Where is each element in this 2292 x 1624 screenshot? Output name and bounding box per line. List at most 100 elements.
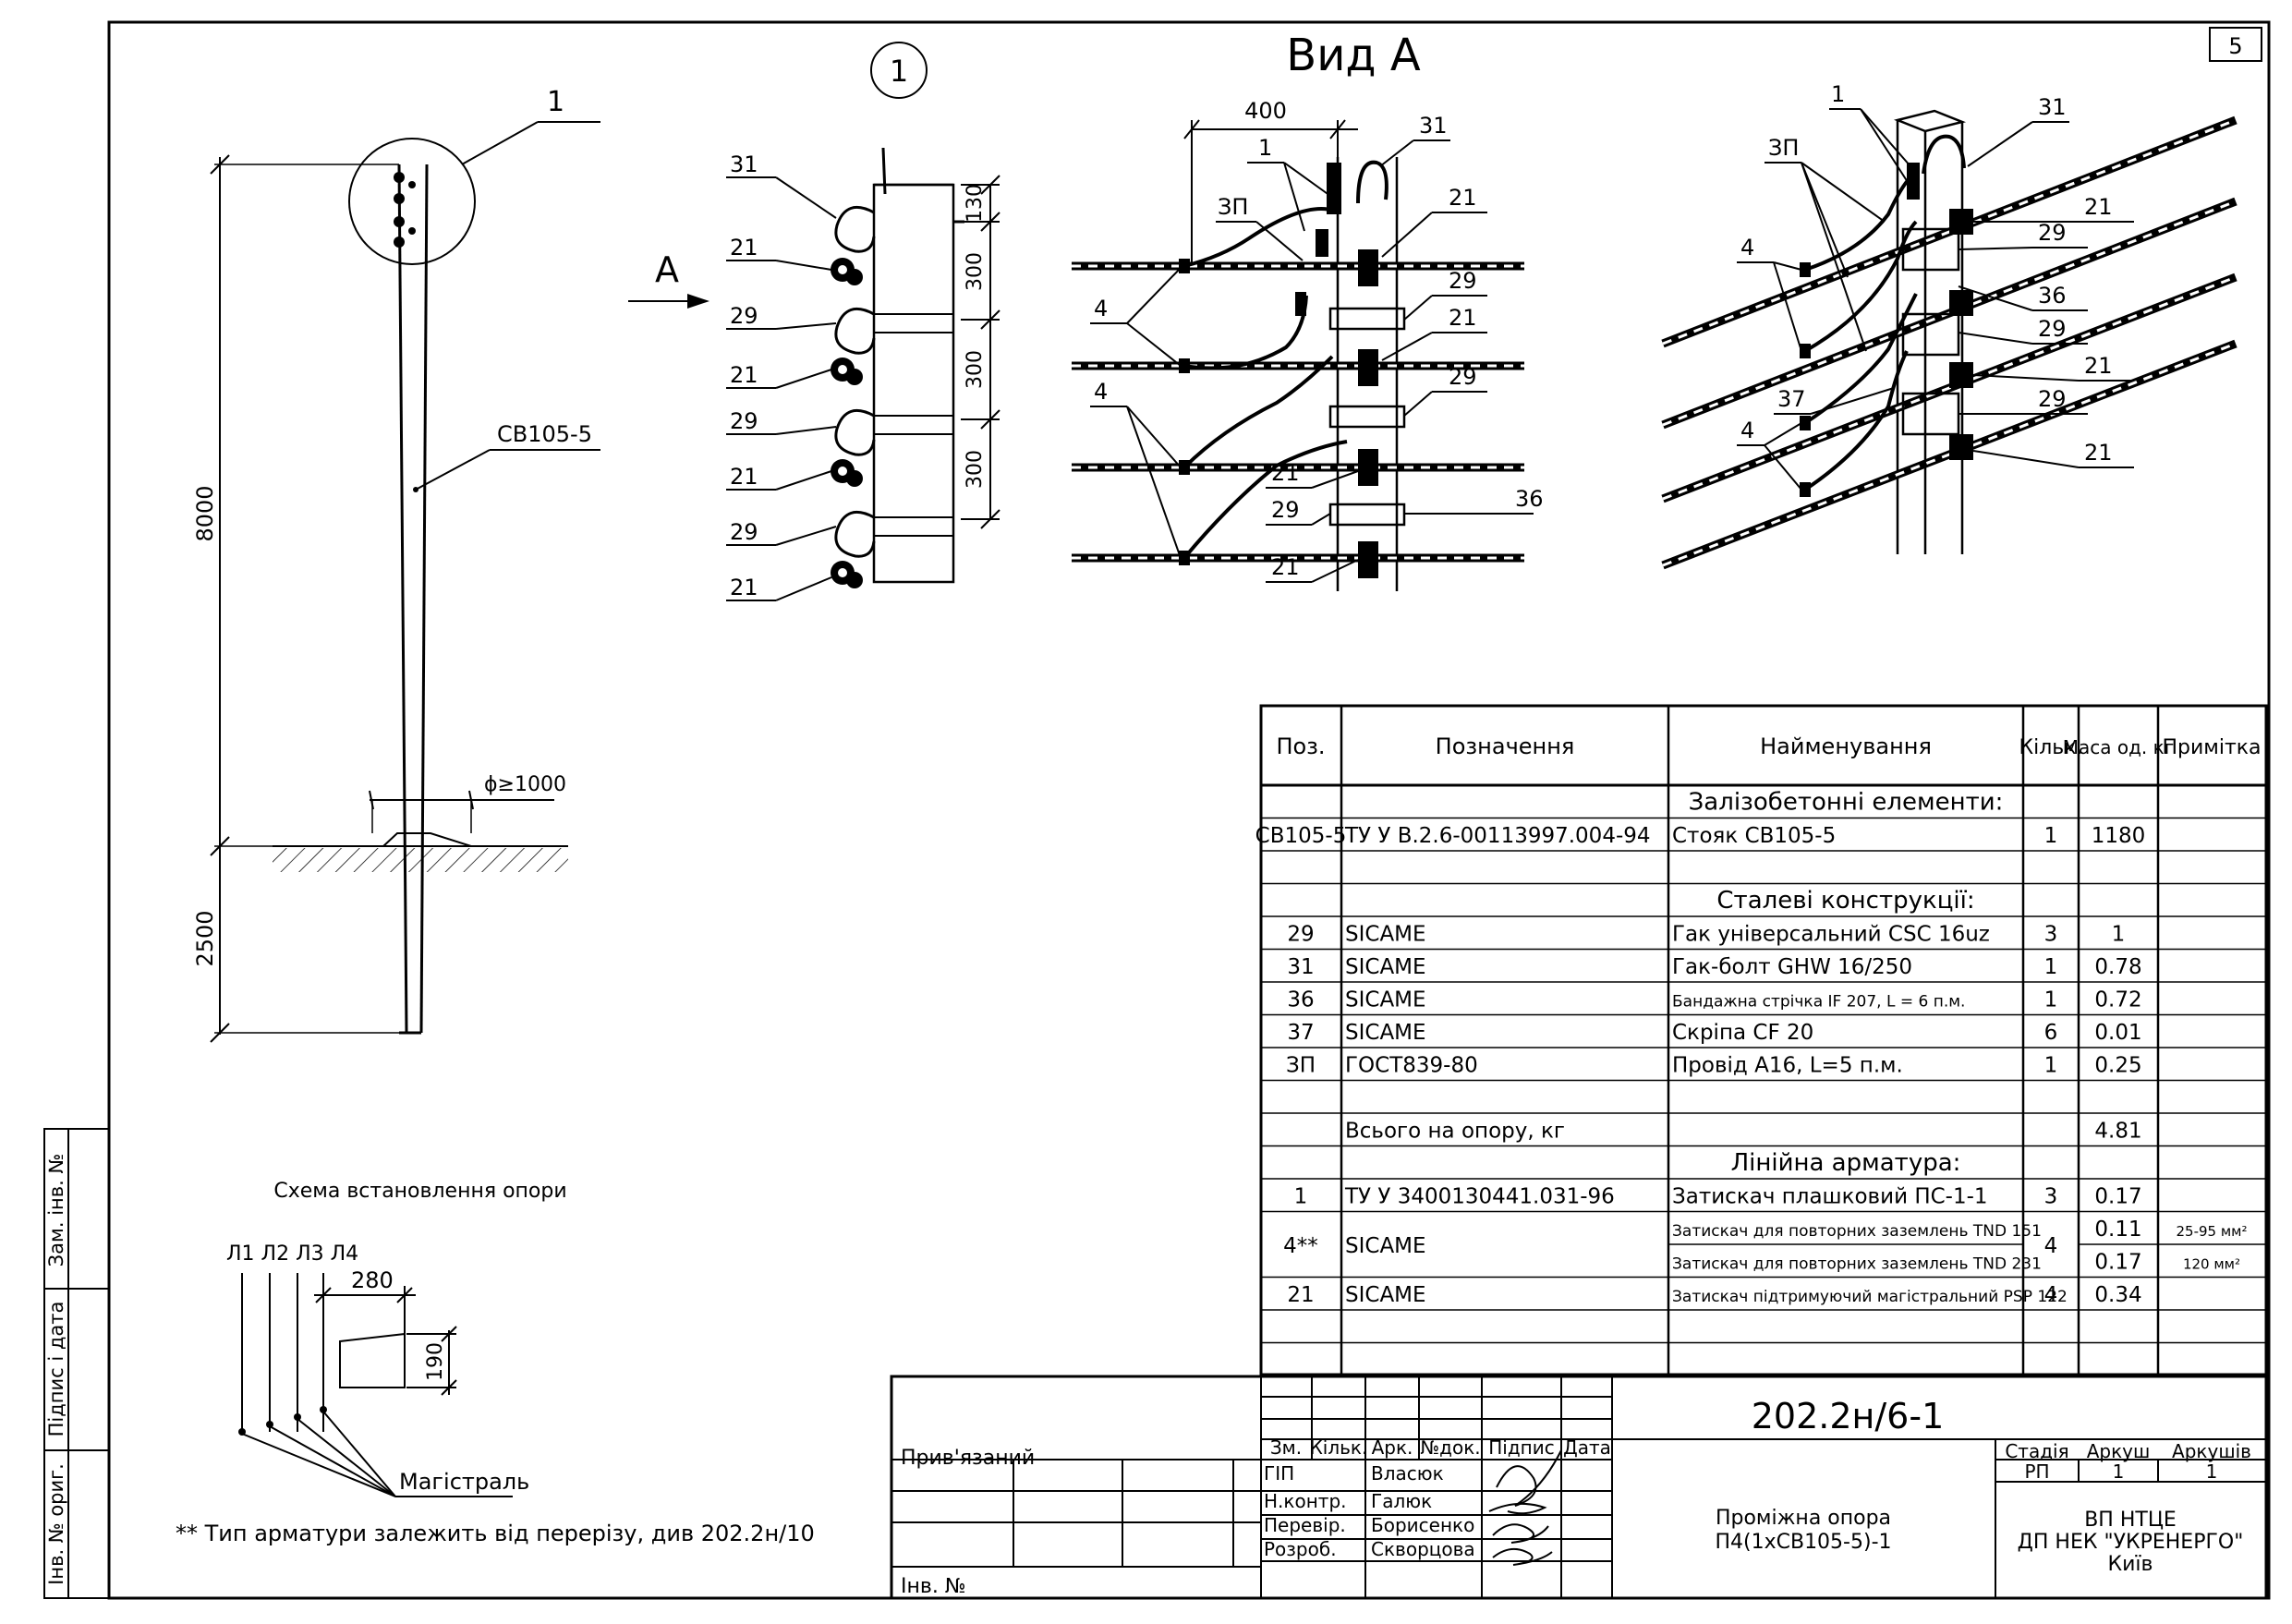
table-cell-name: Гак-болт GHW 16/250 — [1672, 955, 1912, 979]
person-name: Скворцова — [1371, 1538, 1475, 1560]
inv-label: Інв. № — [901, 1575, 966, 1598]
title-col-header: Підпис — [1488, 1436, 1555, 1459]
table-cell-designation: SICAME — [1345, 923, 1426, 947]
signature-scribbles — [1488, 1449, 1562, 1566]
table-cell-quantity: 4 — [2044, 1234, 2058, 1258]
table-cell-name: Затискач плашковий ПС-1-1 — [1672, 1185, 1988, 1209]
table-cell-designation: SICAME — [1345, 955, 1426, 979]
part-label: 31 — [1419, 113, 1448, 139]
part-label: 29 — [2038, 220, 2067, 246]
side-stamp-label: Зам. інв. № — [45, 1154, 67, 1267]
table-header: Маса од. кг — [2063, 736, 2175, 758]
specification-table: Поз. Позначення Найменування Кільк. Маса… — [1255, 704, 2268, 1376]
sheet-number: 5 — [2228, 33, 2242, 59]
stage-header: Аркуш — [2087, 1440, 2151, 1462]
table-cell-mass: 0.25 — [2094, 1054, 2141, 1078]
callout-label: 1 — [547, 86, 564, 118]
part-label: 29 — [730, 303, 758, 329]
part-label: 31 — [2038, 94, 2067, 120]
dimension-text: 300 — [964, 350, 987, 389]
table-cell-note: 25-95 мм² — [2177, 1223, 2248, 1240]
table-cell-mass: 0.34 — [2094, 1283, 2141, 1307]
scheme-title: Схема встановлення опори — [273, 1180, 566, 1203]
table-cell-quantity: 1 — [2044, 824, 2058, 848]
part-label: 4 — [1094, 379, 1108, 405]
table-cell-designation: Всього на опору, кг — [1345, 1120, 1565, 1144]
part-label: 29 — [730, 519, 758, 545]
table-cell-mass: 0.11 — [2094, 1218, 2141, 1242]
side-view: 31 21 29 21 29 21 29 21 130 300 300 300 — [726, 147, 1000, 601]
table-cell-quantity: 1 — [2044, 1054, 2058, 1078]
table-header: Примітка — [2162, 736, 2261, 759]
table-cell-designation: SICAME — [1345, 1283, 1426, 1307]
role-label: Перевір. — [1264, 1514, 1346, 1536]
person-name: Власюк — [1371, 1462, 1444, 1485]
pole-elevation: 1 СВ105-5 ϕ≥1000 8000 2500 — [192, 86, 600, 1043]
part-label: 21 — [730, 235, 758, 261]
title-col-header: Арк. — [1372, 1436, 1413, 1459]
table-cell-name: Затискач підтримуючий магістральний PSP … — [1672, 1288, 2068, 1306]
organization-line: Київ — [2108, 1553, 2153, 1576]
table-section-title: Лінійна арматура: — [1731, 1149, 1961, 1177]
table-cell-position: 29 — [1287, 923, 1314, 947]
table-cell-mass: 0.72 — [2094, 988, 2141, 1012]
part-label: 4 — [1740, 418, 1754, 443]
part-label: 21 — [1271, 460, 1300, 486]
table-cell-position: 21 — [1287, 1283, 1314, 1307]
dimension-text: 400 — [1244, 98, 1287, 124]
table-cell-position: 4** — [1283, 1234, 1318, 1258]
side-stamp: Зам. інв. № Підпис і дата Інв. № ориг. — [43, 1128, 110, 1599]
part-label: 21 — [2084, 353, 2113, 379]
part-label: 1 — [1831, 81, 1845, 107]
table-cell-position: 36 — [1287, 988, 1314, 1012]
table-cell-mass: 1180 — [2092, 824, 2146, 848]
part-label: 37 — [1777, 386, 1806, 412]
dimension-text: 190 — [424, 1342, 447, 1381]
table-cell-designation: SICAME — [1345, 1021, 1426, 1045]
title-col-header: Дата — [1563, 1436, 1611, 1459]
organization-line: ВП НТЦЕ — [2084, 1509, 2177, 1532]
table-cell-designation: ГОСТ839-80 — [1345, 1054, 1478, 1078]
table-header: Найменування — [1760, 733, 1932, 759]
view-title: Вид А — [1286, 30, 1421, 81]
table-cell-mass: 0.17 — [2094, 1185, 2141, 1209]
table-cell-position: 31 — [1287, 955, 1314, 979]
stage-value: РП — [2024, 1460, 2049, 1483]
front-view: 400 — [1072, 98, 1544, 591]
table-cell-mass: 0.17 — [2094, 1251, 2141, 1275]
table-cell-name: Провід А16, L=5 п.м. — [1672, 1054, 1903, 1078]
table-cell-quantity: 3 — [2044, 923, 2058, 947]
diameter-dimension: ϕ≥1000 — [484, 773, 566, 796]
document-title-line1: Проміжна опора — [1716, 1507, 1891, 1530]
table-header: Поз. — [1276, 733, 1325, 759]
isometric-view: 1 31 ЗП 21 4 29 36 29 37 21 4 29 21 — [1661, 81, 2237, 570]
stage-header: Стадія — [2005, 1440, 2068, 1462]
table-cell-name: Стояк СВ105-5 — [1672, 824, 1836, 848]
part-label: 36 — [2038, 283, 2067, 309]
part-label: 21 — [1449, 185, 1477, 211]
view-title-group: 1 Вид А А — [628, 30, 1421, 309]
person-name: Галюк — [1371, 1490, 1432, 1512]
depth-dimension: 2500 — [192, 910, 218, 966]
part-label: 29 — [2038, 316, 2067, 342]
table-cell-quantity: 1 — [2044, 988, 2058, 1012]
table-cell-note: 120 мм² — [2183, 1256, 2240, 1273]
table-cell-name: Гак універсальний CSC 16uz — [1672, 923, 1990, 947]
table-cell-mass: 0.78 — [2094, 955, 2141, 979]
stage-header: Аркушів — [2172, 1440, 2251, 1462]
part-label: 21 — [730, 575, 758, 600]
part-label: ЗП — [1218, 194, 1248, 220]
part-label: 29 — [1271, 497, 1300, 523]
table-cell-mass: 1 — [2112, 923, 2126, 947]
part-label: ЗП — [1768, 135, 1799, 161]
side-stamp-label: Підпис і дата — [45, 1302, 67, 1437]
footnote: ** Тип арматури залежить від перерізу, д… — [176, 1521, 815, 1546]
table-section-title: Сталеві конструкції: — [1716, 887, 1974, 915]
scheme-lines: Л1 Л2 Л3 Л4 — [226, 1242, 358, 1266]
table-cell-name: Затискач для повторних заземлень TND 231 — [1672, 1255, 2042, 1274]
part-label: 21 — [1449, 305, 1477, 331]
height-dimension: 8000 — [192, 485, 218, 541]
side-stamp-label: Інв. № ориг. — [45, 1463, 67, 1585]
